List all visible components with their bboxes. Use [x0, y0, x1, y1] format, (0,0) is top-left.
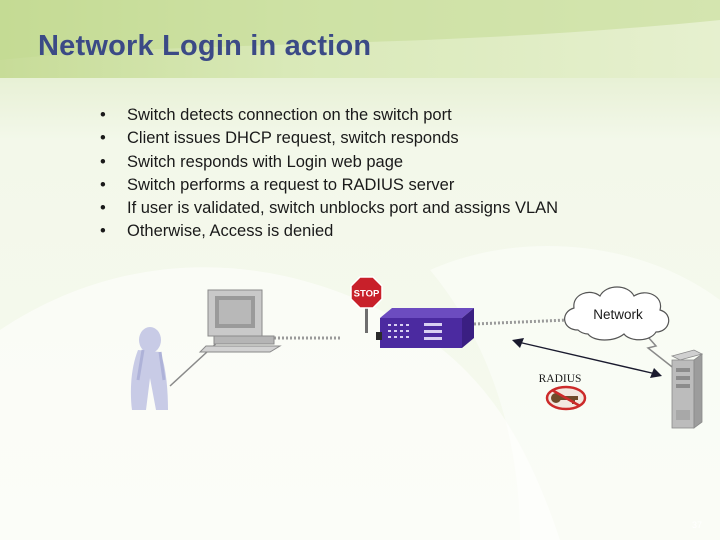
radius-label: RADIUS	[539, 373, 582, 385]
bullet-item: Client issues DHCP request, switch respo…	[100, 127, 558, 151]
bullet-list: Switch detects connection on the switch …	[100, 104, 558, 244]
cloud-label: Network	[593, 307, 643, 322]
user-icon	[130, 327, 168, 410]
page-number: 37	[691, 520, 702, 530]
cloud-icon: Network	[564, 286, 670, 341]
radius-arrow	[512, 338, 662, 378]
bullet-item: Switch detects connection on the switch …	[100, 104, 558, 128]
server-icon	[670, 349, 704, 429]
stop-sign-text: STOP	[354, 289, 380, 300]
bullet-item: Switch performs a request to RADIUS serv…	[100, 174, 558, 198]
key-denied-icon	[545, 385, 587, 411]
bullet-item: Switch responds with Login web page	[100, 151, 558, 175]
computer-icon	[198, 289, 282, 353]
switch-icon	[376, 308, 474, 348]
bullet-item: Otherwise, Access is denied	[100, 220, 558, 244]
slide-title: Network Login in action	[38, 30, 372, 62]
bullet-item: If user is validated, switch unblocks po…	[100, 197, 558, 221]
stop-sign-icon: STOP	[350, 276, 383, 333]
